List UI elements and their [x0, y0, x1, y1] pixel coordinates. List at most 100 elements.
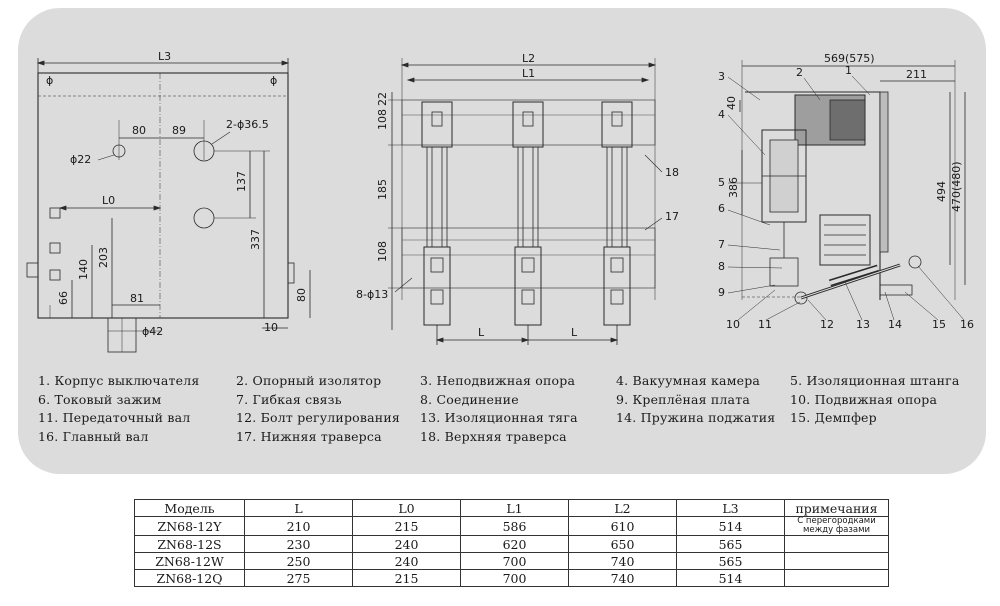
table-header-row: Модель L L0 L1 L2 L3 примечания	[134, 499, 889, 517]
table-row: ZN68-12Y 210 215 586 610 514 С перегород…	[134, 516, 889, 536]
dim-L0: L0	[102, 194, 115, 207]
callout-4: 4	[718, 108, 725, 121]
dim-L2: L2	[522, 52, 535, 65]
dim-L-b: L	[571, 326, 578, 339]
callout-2: 2	[796, 66, 803, 79]
table-cell: 230	[244, 535, 353, 553]
technical-drawing: L3 ϕ ϕ 80 89 2-ϕ36.5 ϕ22 137 337 L0	[26, 50, 974, 353]
side-view: L2 L1 22 108 185 108 8-ϕ13	[356, 52, 679, 345]
dim-L3: L3	[158, 50, 171, 63]
callout-1: 1	[845, 64, 852, 77]
dim-holes: 8-ϕ13	[356, 288, 388, 301]
legend-item: 16. Главный вал	[38, 428, 149, 444]
dim-hole: 2-ϕ36.5	[226, 118, 269, 131]
table-cell: 240	[352, 552, 461, 570]
table-row: ZN68-12S 230 240 620 650 565	[134, 535, 889, 553]
legend-item: 13. Изоляционная тяга	[420, 410, 578, 425]
callout-6: 6	[718, 202, 725, 215]
callout-8: 8	[718, 260, 725, 273]
dim-211: 211	[906, 68, 927, 81]
dim-phi42: ϕ42	[142, 325, 163, 338]
legend-item: 9. Креплёная плата	[616, 391, 750, 407]
legend-row: 16. Главный вал 17. Нижняя траверса 18. …	[38, 429, 978, 448]
table-cell: 565	[676, 552, 785, 570]
callout-12: 12	[820, 318, 834, 331]
callout-9: 9	[718, 286, 725, 299]
callout-3: 3	[718, 70, 725, 83]
table-cell	[784, 569, 889, 587]
dim-108b: 108	[376, 241, 389, 262]
callout-5: 5	[718, 176, 725, 189]
dim-203: 203	[97, 247, 110, 268]
dim-137: 137	[235, 171, 248, 192]
table-cell: 275	[244, 569, 353, 587]
table-cell: 740	[568, 569, 677, 587]
legend-row: 11. Передаточный вал 12. Болт регулирова…	[38, 410, 978, 429]
parts-legend: 1. Корпус выключателя 2. Опорный изолято…	[38, 373, 978, 447]
table-header: Модель	[134, 499, 245, 517]
svg-text:ϕ: ϕ	[46, 74, 53, 87]
dim-81: 81	[130, 292, 144, 305]
dim-66: 66	[57, 291, 70, 305]
table-cell: ZN68-12Q	[134, 569, 245, 587]
dim-89: 89	[172, 124, 186, 137]
table-cell: ZN68-12W	[134, 552, 245, 570]
table-header: примечания	[784, 499, 889, 517]
callout-11: 11	[758, 318, 772, 331]
legend-item: 1. Корпус выключателя	[38, 373, 200, 388]
dim-108a: 108	[376, 109, 389, 130]
callout-10: 10	[726, 318, 740, 331]
dim-80v: 80	[295, 288, 308, 302]
table-cell: ZN68-12Y	[134, 516, 245, 536]
dim-494: 494	[935, 181, 948, 202]
table-cell	[784, 552, 889, 570]
callout-15: 15	[932, 318, 946, 331]
legend-item: 12. Болт регулирования	[236, 410, 400, 425]
callout-16: 16	[960, 318, 974, 331]
pole-1	[421, 101, 453, 345]
table-cell: ZN68-12S	[134, 535, 245, 553]
legend-row: 1. Корпус выключателя 2. Опорный изолято…	[38, 373, 978, 392]
table-cell	[784, 535, 889, 553]
table-cell: 610	[568, 516, 677, 536]
table-cell: 620	[460, 535, 569, 553]
table-row: ZN68-12W 250 240 700 740 565	[134, 552, 889, 570]
table-cell: 215	[352, 516, 461, 536]
table-cell: 514	[676, 516, 785, 536]
dim-386: 386	[727, 177, 740, 198]
dim-140: 140	[77, 259, 90, 280]
legend-item: 6. Токовый зажим	[38, 391, 162, 407]
callout-13: 13	[856, 318, 870, 331]
legend-item: 7. Гибкая связь	[236, 391, 342, 407]
legend-item: 15. Демпфер	[790, 410, 877, 425]
table-cell: 210	[244, 516, 353, 536]
table-cell: 700	[460, 552, 569, 570]
legend-item: 17. Нижняя траверса	[236, 428, 382, 444]
legend-item: 4. Вакуумная камера	[616, 373, 761, 388]
legend-item: 18. Верхняя траверса	[420, 428, 567, 444]
table-header: L0	[352, 499, 461, 517]
table-row: ZN68-12Q 275 215 700 740 514	[134, 569, 889, 587]
table-cell: 740	[568, 552, 677, 570]
table-cell: 240	[352, 535, 461, 553]
spec-table: Модель L L0 L1 L2 L3 примечания ZN68-12Y…	[134, 499, 889, 587]
dim-337: 337	[249, 229, 262, 250]
legend-item: 3. Неподвижная опора	[420, 373, 576, 388]
callout-7: 7	[718, 238, 725, 251]
table-cell: 514	[676, 569, 785, 587]
table-cell: 215	[352, 569, 461, 587]
drawing-panel	[18, 8, 986, 474]
legend-item: 8. Соединение	[420, 391, 519, 407]
table-note: С перегородками между фазами	[784, 516, 889, 536]
dim-phi22: ϕ22	[70, 153, 91, 166]
dim-10: 10	[264, 321, 278, 334]
pole-2	[512, 101, 544, 345]
legend-item: 14. Пружина поджатия	[616, 410, 776, 425]
pole-3	[601, 101, 633, 345]
table-cell: 586	[460, 516, 569, 536]
table-header: L2	[568, 499, 677, 517]
legend-item: 11. Передаточный вал	[38, 410, 191, 425]
svg-text:ϕ: ϕ	[270, 74, 277, 87]
table-header: L3	[676, 499, 785, 517]
legend-item: 2. Опорный изолятор	[236, 373, 382, 388]
